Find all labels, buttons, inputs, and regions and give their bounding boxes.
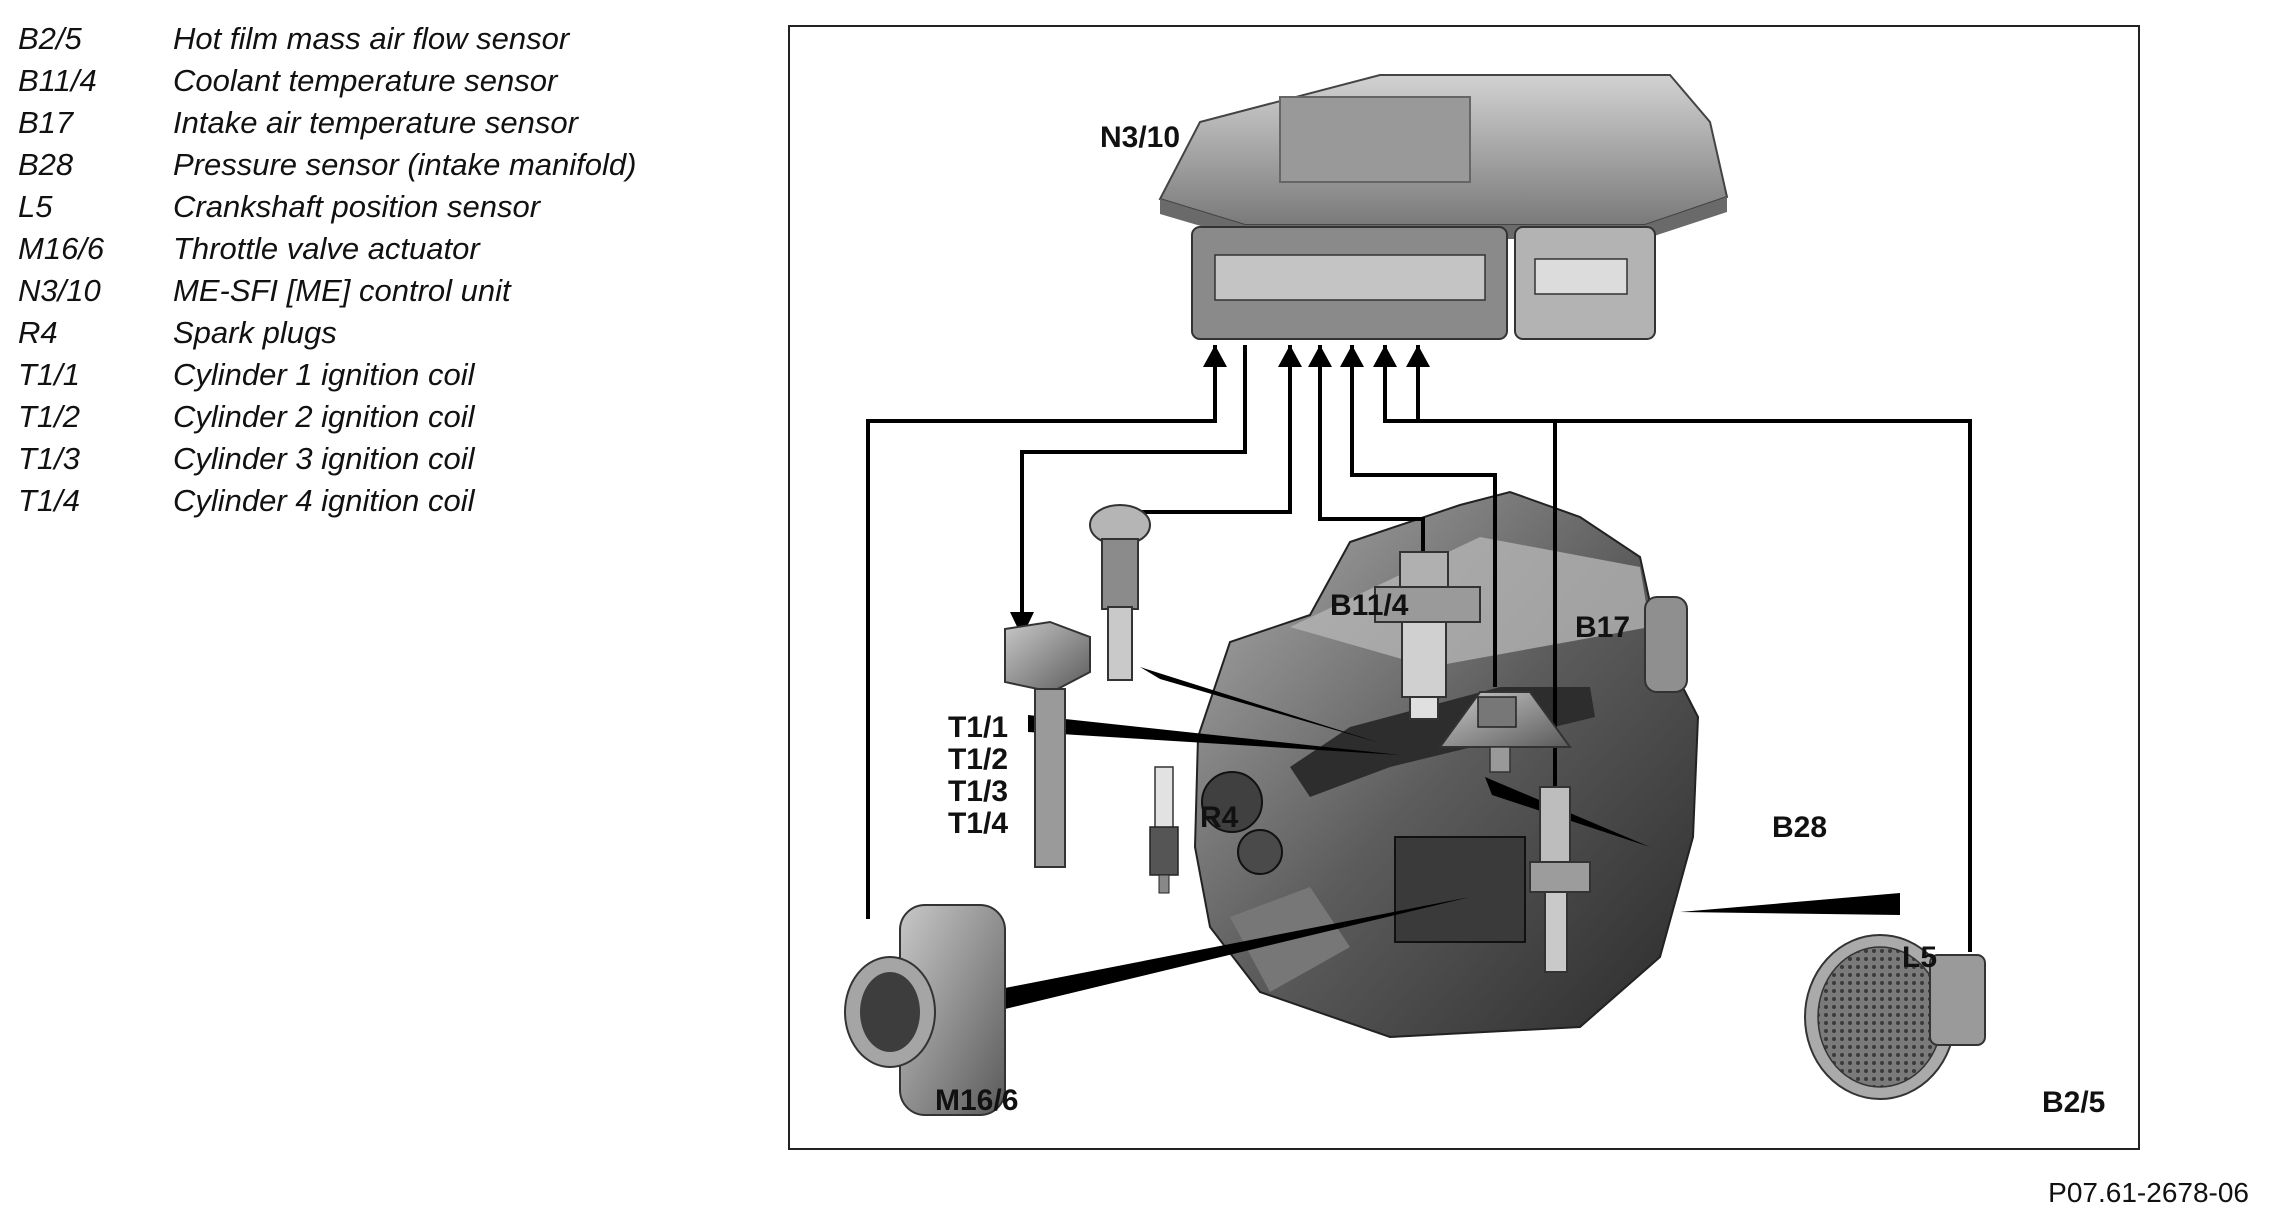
wire-t1 bbox=[1020, 345, 1247, 619]
legend-code: B28 bbox=[18, 147, 74, 182]
legend-item: L5 Crankshaft position sensor bbox=[18, 186, 636, 228]
arrow-up-icon bbox=[1406, 345, 1430, 367]
legend-item: T1/3 Cylinder 3 ignition coil bbox=[18, 438, 636, 480]
legend-code: T1/3 bbox=[18, 441, 81, 476]
label-t1-4: T1/4 bbox=[948, 807, 1008, 840]
legend-item: B2/5 Hot film mass air flow sensor bbox=[18, 18, 636, 60]
label-t1-1: T1/1 bbox=[948, 711, 1008, 744]
leader-l5 bbox=[1680, 893, 1900, 915]
figure-id: P07.61-2678-06 bbox=[2048, 1177, 2249, 1208]
leader-b11-4 bbox=[1140, 667, 1380, 743]
wire-m16-6 bbox=[866, 345, 1217, 919]
legend-item: N3/10 ME-SFI [ME] control unit bbox=[18, 270, 636, 312]
legend-desc: Intake air temperature sensor bbox=[173, 105, 578, 140]
legend-code: T1/1 bbox=[18, 357, 81, 392]
legend-code: T1/4 bbox=[18, 483, 81, 518]
arrow-up-icon bbox=[1308, 345, 1332, 367]
legend-desc: Cylinder 1 ignition coil bbox=[173, 357, 475, 392]
legend-code: M16/6 bbox=[18, 231, 105, 266]
legend-desc: Cylinder 2 ignition coil bbox=[173, 399, 475, 434]
arrow-up-icon bbox=[1340, 345, 1364, 367]
legend-code: N3/10 bbox=[18, 273, 101, 308]
arrow-down-icon bbox=[1010, 612, 1034, 637]
arrow-up-icon bbox=[1278, 345, 1302, 367]
signal-arrows bbox=[1010, 345, 1430, 637]
label-b17: B17 bbox=[1575, 611, 1630, 644]
legend-desc: Crankshaft position sensor bbox=[173, 189, 541, 224]
legend-item: T1/1 Cylinder 1 ignition coil bbox=[18, 354, 636, 396]
wire-b11-4 bbox=[1118, 345, 1292, 525]
label-m16-6: M16/6 bbox=[935, 1084, 1018, 1117]
legend-desc: Cylinder 3 ignition coil bbox=[173, 441, 475, 476]
ignition-coil-graphic bbox=[1004, 620, 1091, 868]
legend-code: T1/2 bbox=[18, 399, 81, 434]
intake-air-sensor-graphic bbox=[1374, 551, 1481, 720]
crankshaft-sensor-graphic bbox=[1529, 786, 1591, 973]
legend-code: R4 bbox=[18, 315, 58, 350]
label-l5: L5 bbox=[1902, 941, 1937, 974]
leader-t1 bbox=[1028, 715, 1400, 755]
legend-code: B2/5 bbox=[18, 21, 82, 56]
wiring-lines bbox=[866, 345, 1972, 952]
legend-code: L5 bbox=[18, 189, 53, 224]
legend-code: B11/4 bbox=[18, 63, 97, 98]
legend-item: B11/4 Coolant temperature sensor bbox=[18, 60, 636, 102]
control-unit-graphic bbox=[1158, 74, 1729, 340]
diagram-frame: N3/10 B11/4 B17 B28 L5 M16/6 B2/5 R4 T1/… bbox=[788, 25, 2140, 1150]
arrow-up-icon bbox=[1203, 345, 1227, 367]
spark-plug-graphic bbox=[1149, 766, 1179, 894]
label-b11-4: B11/4 bbox=[1330, 589, 1409, 622]
label-b28: B28 bbox=[1772, 811, 1827, 844]
legend-item: T1/2 Cylinder 2 ignition coil bbox=[18, 396, 636, 438]
legend-code: B17 bbox=[18, 105, 74, 140]
legend-desc: Coolant temperature sensor bbox=[173, 63, 558, 98]
label-t1-2: T1/2 bbox=[948, 743, 1008, 776]
pointer-leaders bbox=[1000, 667, 1900, 1009]
coolant-sensor-graphic bbox=[1089, 504, 1151, 681]
wire-b17 bbox=[1318, 345, 1425, 552]
legend-item: B28 Pressure sensor (intake manifold) bbox=[18, 144, 636, 186]
system-diagram: N3/10 B11/4 B17 B28 L5 M16/6 B2/5 R4 T1/… bbox=[844, 74, 2105, 1119]
label-b2-5: B2/5 bbox=[2042, 1086, 2105, 1119]
legend-desc: Spark plugs bbox=[173, 315, 337, 350]
legend-item: T1/4 Cylinder 4 ignition coil bbox=[18, 480, 636, 522]
wire-b2-5 bbox=[1416, 345, 1972, 952]
wire-b28 bbox=[1350, 345, 1497, 687]
legend-desc: Hot film mass air flow sensor bbox=[173, 21, 570, 56]
pressure-sensor-graphic bbox=[1438, 691, 1572, 773]
label-n3-10: N3/10 bbox=[1100, 121, 1180, 154]
label-r4: R4 bbox=[1200, 801, 1239, 834]
legend-item: B17 Intake air temperature sensor bbox=[18, 102, 636, 144]
leader-m16-6 bbox=[1000, 897, 1470, 1009]
legend-desc: Pressure sensor (intake manifold) bbox=[173, 147, 637, 182]
maf-sensor-graphic bbox=[1804, 934, 1986, 1100]
throttle-actuator-graphic bbox=[844, 904, 1006, 1116]
legend-item: M16/6 Throttle valve actuator bbox=[18, 228, 636, 270]
arrow-up-icon bbox=[1373, 345, 1397, 367]
legend-desc: ME-SFI [ME] control unit bbox=[173, 273, 511, 308]
legend-item: R4 Spark plugs bbox=[18, 312, 636, 354]
legend-desc: Cylinder 4 ignition coil bbox=[173, 483, 475, 518]
legend-desc: Throttle valve actuator bbox=[173, 231, 480, 266]
label-t1-3: T1/3 bbox=[948, 775, 1008, 808]
